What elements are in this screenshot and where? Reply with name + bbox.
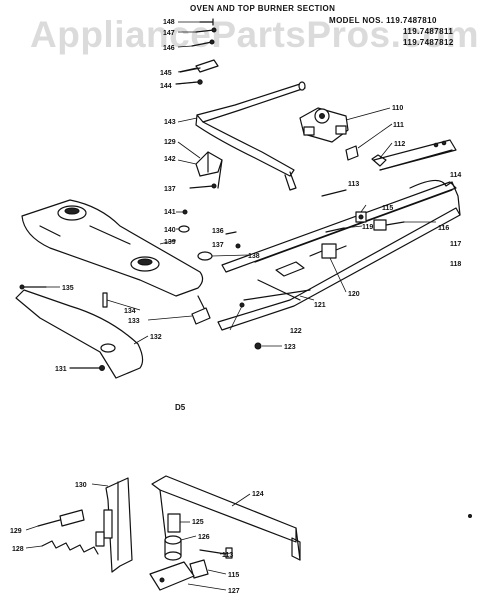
model-number-2: 119.7487811: [403, 27, 454, 36]
label-140: 140: [164, 227, 176, 234]
label-119: 119: [362, 224, 373, 231]
screw-148: [199, 18, 214, 26]
top-burner-139: [21, 199, 204, 297]
label-112: 112: [394, 141, 405, 148]
label-136: 136: [212, 228, 224, 235]
label-123: 123: [284, 344, 296, 351]
part-labels: 148 147 146 145 144 143 110 111 129 142 …: [10, 19, 461, 595]
screw-122: [239, 302, 245, 308]
label-124: 124: [252, 491, 264, 498]
label-116: 116: [438, 225, 449, 232]
label-121: 121: [314, 302, 326, 309]
label-146: 146: [163, 45, 175, 52]
diagram-title: OVEN AND TOP BURNER SECTION: [190, 4, 336, 13]
label-114: 114: [450, 172, 461, 179]
label-113: 113: [348, 181, 359, 188]
label-131: 131: [55, 366, 67, 373]
label-132: 132: [150, 334, 162, 341]
screw-136: [225, 231, 237, 235]
label-143: 143: [164, 119, 176, 126]
label-139: 139: [164, 239, 176, 246]
screw-131: [69, 365, 105, 371]
label-133: 133: [128, 318, 140, 325]
label-137-upper: 137: [164, 186, 176, 193]
washer-140: [178, 225, 190, 233]
screw-141: [182, 209, 188, 215]
valve-133: [191, 295, 211, 325]
watermark: AppliancePartsPros.com: [30, 14, 479, 55]
manifold-assembly-114: [217, 179, 461, 331]
label-115-lower: 115: [228, 572, 239, 579]
label-145: 145: [160, 70, 172, 77]
valve-119: [325, 227, 345, 233]
label-127: 127: [228, 588, 240, 595]
bracket-124: [151, 475, 301, 561]
tube-113: [321, 189, 347, 197]
label-120: 120: [348, 291, 360, 298]
label-113-lower: 113: [222, 552, 233, 559]
spring-128: [41, 531, 105, 555]
bracket-142: [195, 151, 223, 189]
model-numbers: MODEL NOS. 119.7487810: [329, 16, 437, 25]
valve-115: [355, 211, 367, 223]
label-148: 148: [163, 19, 175, 26]
ignitor-assembly-130: [103, 477, 133, 573]
label-144: 144: [160, 83, 172, 90]
label-111: 111: [393, 122, 404, 129]
screw-135: [19, 284, 47, 290]
ignitor-bar-121: [243, 261, 311, 301]
label-118: 118: [450, 261, 461, 268]
screw-137: [235, 243, 241, 249]
manifold-pipe-112: [371, 139, 457, 171]
valve-116: [373, 219, 405, 231]
label-110: 110: [392, 105, 403, 112]
label-125: 125: [192, 519, 204, 526]
label-134: 134: [124, 308, 136, 315]
label-122: 122: [290, 328, 302, 335]
label-126: 126: [198, 534, 210, 541]
fitting-125: [167, 513, 181, 533]
label-141: 141: [164, 209, 176, 216]
label-115: 115: [382, 205, 393, 212]
fitting-126: [164, 535, 182, 561]
label-129-upper: 129: [164, 139, 176, 146]
burner-bracket-132: [15, 289, 144, 379]
screw-146: [191, 39, 215, 47]
washer-138: [197, 251, 213, 261]
label-147: 147: [163, 30, 175, 37]
valve-base-127: [149, 561, 195, 591]
label-117: 117: [450, 241, 461, 248]
model-number-3: 119.7487812: [403, 38, 454, 47]
label-129: 129: [10, 528, 22, 535]
screw-147: [195, 27, 217, 33]
label-128: 128: [12, 546, 24, 553]
screw-137-upper: [189, 183, 217, 189]
label-135: 135: [62, 285, 74, 292]
label-142: 142: [164, 156, 176, 163]
pin-134: [102, 292, 108, 308]
label-138: 138: [248, 253, 260, 260]
pressure-regulator-110: [299, 107, 349, 143]
ignitor-tip-129: [37, 509, 85, 527]
leader-lines: [25, 21, 436, 591]
bracket-145: [179, 59, 219, 73]
stray-mark: [468, 514, 472, 518]
valve-120: [309, 243, 347, 259]
section-label: D5: [175, 403, 186, 412]
bracket-111: [345, 145, 359, 161]
nut-123: [254, 342, 262, 350]
label-137: 137: [212, 242, 224, 249]
gas-tube-143: [195, 81, 306, 191]
label-130: 130: [75, 482, 87, 489]
